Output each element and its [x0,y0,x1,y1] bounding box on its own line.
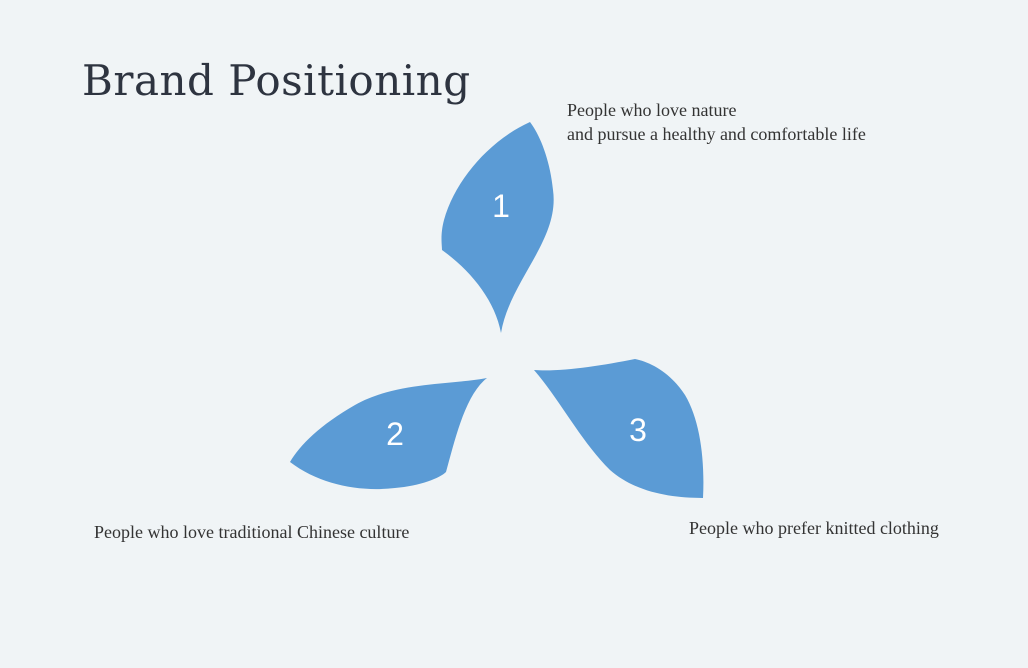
caption-1: People who love nature and pursue a heal… [567,98,866,146]
petal-1 [441,122,554,333]
caption-2-line-1: People who love traditional Chinese cult… [94,522,410,542]
petal-2-number: 2 [386,416,404,452]
caption-3: People who prefer knitted clothing [689,516,939,540]
caption-3-line-1: People who prefer knitted clothing [689,518,939,538]
petal-3 [534,359,704,498]
petal-1-number: 1 [492,188,510,224]
petal-2 [290,378,487,490]
caption-2: People who love traditional Chinese cult… [94,520,409,544]
caption-1-line-1: People who love nature [567,100,737,120]
caption-1-line-2: and pursue a healthy and comfortable lif… [567,124,866,144]
slide-title: Brand Positioning [82,56,471,105]
petal-3-number: 3 [629,412,647,448]
